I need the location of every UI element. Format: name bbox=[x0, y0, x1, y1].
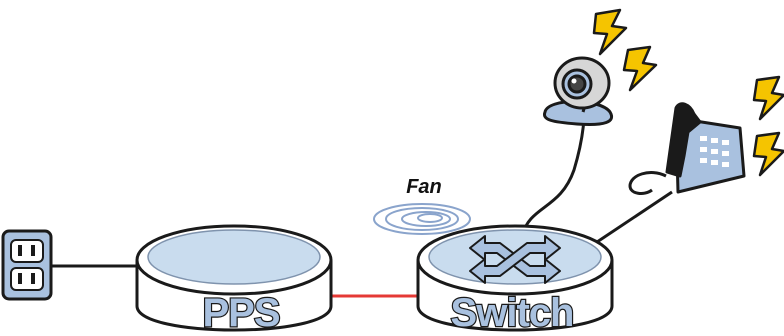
pps-label: PPS bbox=[202, 291, 279, 335]
switch-arrows-icon bbox=[469, 235, 561, 284]
switch-device: Switch bbox=[416, 224, 614, 336]
power-outlet-icon bbox=[1, 229, 53, 301]
lightning-icon bbox=[752, 75, 784, 121]
link-switch-camera bbox=[520, 117, 586, 237]
desk-phone-icon bbox=[628, 102, 746, 195]
fan-label: Fan bbox=[406, 176, 442, 198]
lightning-icon bbox=[592, 8, 628, 56]
switch-label: Switch bbox=[451, 291, 574, 335]
keypad bbox=[700, 136, 729, 167]
webcam-icon bbox=[543, 56, 613, 126]
link-switch-phone bbox=[584, 190, 673, 252]
pps-device: PPS bbox=[135, 224, 333, 336]
lightning-icon bbox=[622, 45, 658, 92]
lightning-icon bbox=[752, 131, 784, 177]
fan-icon bbox=[373, 203, 471, 235]
